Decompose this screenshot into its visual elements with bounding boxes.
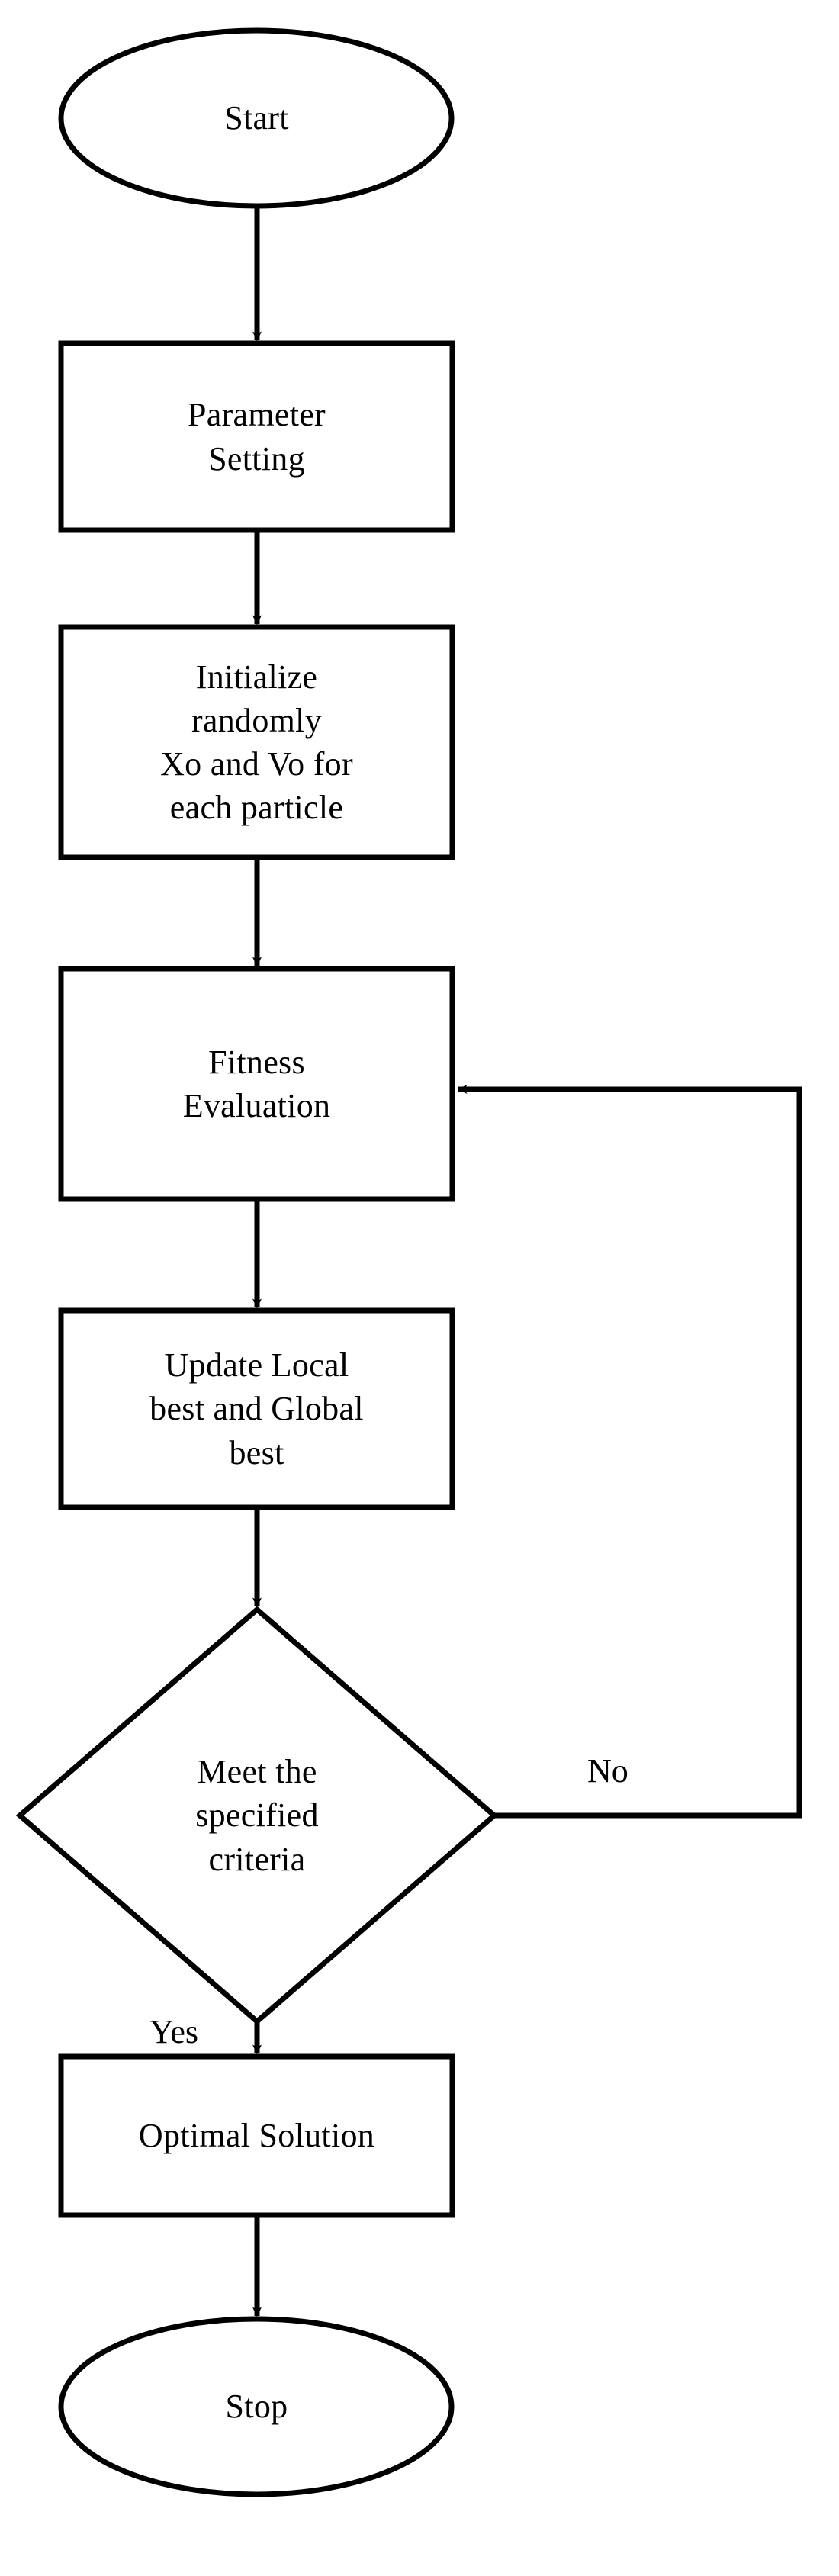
node-decision-shape (15, 1606, 499, 2025)
node-start-shape (58, 27, 455, 209)
node-init-shape (58, 624, 455, 860)
node-fitness-shape (58, 966, 455, 1202)
edge-decision-no-to-fitness (457, 1085, 802, 1819)
node-stop-shape (58, 2316, 455, 2497)
node-update-shape (58, 1307, 455, 1510)
node-param-shape (58, 340, 455, 533)
edge-label-no: No (587, 1752, 628, 1790)
node-optimal-shape (58, 2053, 455, 2218)
edge-label-yes: Yes (149, 2013, 199, 2050)
